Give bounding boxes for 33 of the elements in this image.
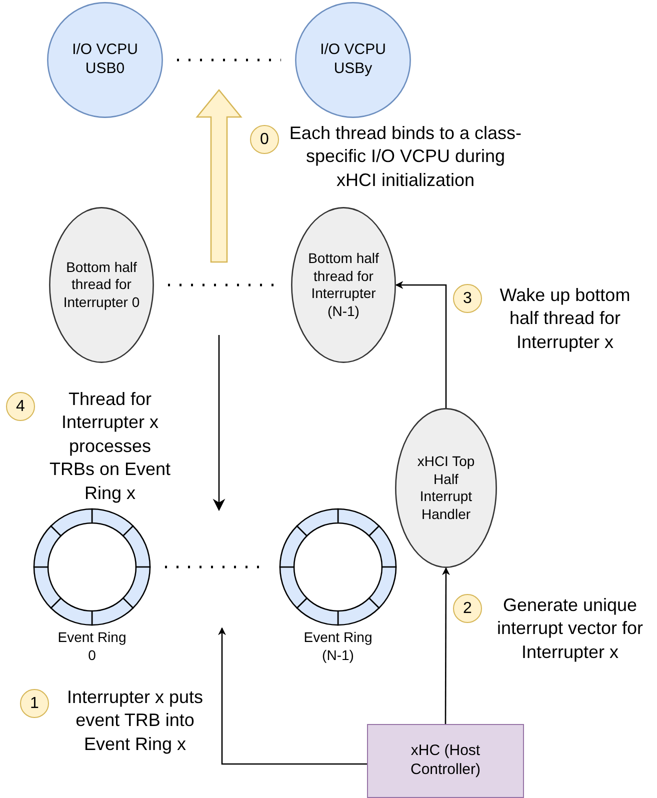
controller-box	[367, 724, 524, 798]
vcpu-circle	[295, 2, 411, 118]
arrow	[218, 627, 367, 765]
step-badge	[453, 284, 482, 313]
step-badge	[20, 689, 49, 718]
arrow	[395, 281, 447, 408]
node-label: Bottom half thread for Interrupter (N-1)	[307, 250, 380, 320]
node-label: Event Ring (N-1)	[302, 629, 374, 665]
vcpu-circle	[47, 2, 163, 118]
step-badge	[250, 125, 279, 154]
step-description: Wake up bottom half thread for Interrupter x	[498, 284, 632, 354]
step-badge	[6, 392, 35, 421]
arrow	[442, 567, 450, 724]
step-badge	[453, 594, 482, 623]
event-ring	[279, 508, 397, 666]
step-description: Generate unique interrupt vector for Interrupter x	[496, 594, 644, 664]
step-number: 3	[463, 288, 472, 308]
step-number: 1	[30, 694, 39, 714]
step-number: 2	[463, 598, 472, 618]
node-label: xHC (Host Controller)	[409, 742, 482, 780]
node-label: I/O VCPU USB0	[71, 41, 139, 79]
step-number: 4	[16, 396, 25, 416]
node-label: xHCI Top Half Interrupt Handler	[416, 453, 476, 523]
node-label: I/O VCPU USBy	[319, 41, 387, 79]
step-number: 0	[260, 130, 269, 150]
step-description: Each thread binds to a class-specific I/O VCPU during xHCI initialization	[288, 122, 523, 192]
thread-ellipse	[395, 408, 497, 568]
node-label: Event Ring 0	[56, 629, 128, 664]
node-label: Bottom half thread for Interrupter 0	[62, 258, 141, 312]
step-description: Interrupter x puts event TRB into Event Ring x	[66, 686, 204, 756]
step-description: Thread for Interrupter x processes TRBs on Event Ring x	[48, 388, 172, 505]
thread-ellipse	[49, 207, 154, 363]
thread-ellipse	[291, 207, 396, 363]
